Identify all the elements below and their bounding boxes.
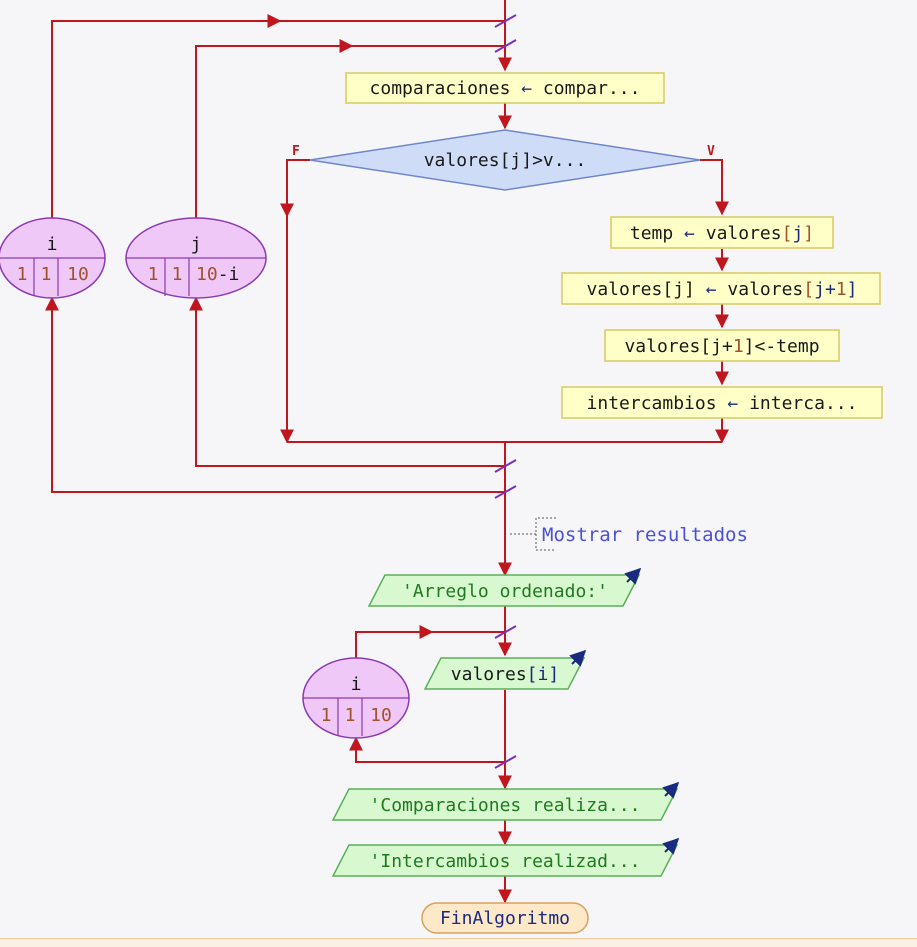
process-temp[interactable]: temp ← valores[j] [610,216,834,249]
loop-outer-start: 1 [17,264,28,285]
output1-text: 'Arreglo ordenado:' [402,581,608,602]
loop-print-start: 1 [321,705,332,726]
loop-inner-var: j [191,234,202,255]
output-arrow-icon [662,781,680,799]
comment-mostrar-resultados[interactable]: Mostrar resultados [510,517,748,551]
bottom-panel-edge [0,938,917,947]
process-intercambios-text: intercambios ← interca... [587,393,858,414]
output-arrow-icon [624,567,642,585]
loop-print-var: i [351,674,362,695]
output-intercambios[interactable]: 'Intercambios realizad... [331,837,680,877]
process-intercambios[interactable]: intercambios ← interca... [561,386,883,419]
output3-text: 'Comparaciones realiza... [370,795,641,816]
process-swap1-text: valores[j] ← valores[j+1] [587,279,858,300]
false-branch-label: F [292,144,300,159]
loop-join-marks [494,14,517,769]
output-arrow-icon [662,837,680,855]
output-comparaciones[interactable]: 'Comparaciones realiza... [331,781,680,821]
comment-text: Mostrar resultados [542,524,748,546]
loop-print-end: 10 [370,705,392,726]
loop-outer-var: i [47,234,58,255]
decision-compare[interactable]: valores[j]>v... [309,129,701,191]
loop-outer-i[interactable]: i 1 1 10 [0,217,106,299]
loop-inner-start: 1 [148,264,159,285]
output-arreglo-ordenado[interactable]: 'Arreglo ordenado:' [367,567,642,607]
loop-print-i[interactable]: i 1 1 10 [302,657,410,739]
loop-outer-step: 1 [41,264,52,285]
true-branch-label: V [707,144,715,159]
output4-text: 'Intercambios realizad... [370,851,641,872]
loop-inner-j[interactable]: j 1 1 10-i [125,217,267,299]
flow-lines [45,0,729,904]
process-swap2[interactable]: valores[j+1]<-temp [604,329,840,362]
output2-text: valores[i] [451,664,559,685]
decision-text: valores[j]>v... [424,150,587,171]
end-text: FinAlgoritmo [440,908,570,929]
process-comparaciones-text: comparaciones ← compar... [370,78,641,99]
loop-print-step: 1 [345,705,356,726]
process-swap1[interactable]: valores[j] ← valores[j+1] [561,272,881,305]
end-terminal[interactable]: FinAlgoritmo [421,902,589,934]
process-swap2-text: valores[j+1]<-temp [624,336,819,357]
loop-inner-step: 1 [172,264,183,285]
loop-outer-end: 10 [67,264,89,285]
output-valores-i[interactable]: valores[i] [423,649,587,690]
output-arrow-icon [569,649,587,667]
loop-inner-end: 10-i [196,264,239,285]
process-comparaciones[interactable]: comparaciones ← compar... [345,72,665,104]
process-temp-text: temp ← valores[j] [630,223,814,244]
